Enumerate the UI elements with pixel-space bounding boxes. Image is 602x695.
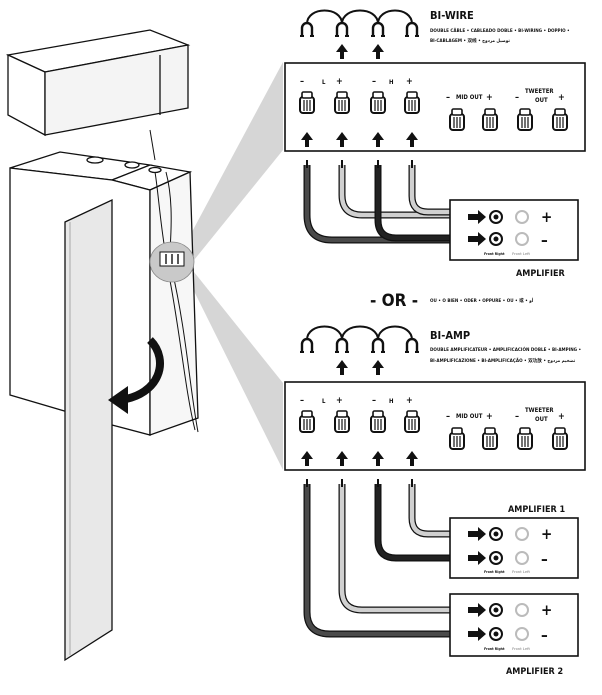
binding-post-icon xyxy=(552,108,568,131)
biwire-translations-1: DOUBLE CÂBLE • CABLEADO DOBLE • BI-WIRIN… xyxy=(430,27,570,34)
amplifier-2-label: AMPLIFIER 2 xyxy=(506,667,563,677)
binding-post-icon xyxy=(404,91,420,114)
center-speaker-box xyxy=(5,29,191,161)
or-label: - OR - xyxy=(370,291,418,311)
binding-post-icon xyxy=(370,410,386,433)
biamp-title: BI-AMP xyxy=(430,329,470,342)
front-right-label: Front Right xyxy=(484,252,505,256)
binding-post-icon xyxy=(552,427,568,450)
amplifier-1-label: AMPLIFIER 1 xyxy=(508,505,566,515)
biamp-section: BI-AMP DOUBLE AMPLIFICATEUR • AMPLIFICAC… xyxy=(284,325,586,677)
or-translations: OU • O BIEN • ODER • OPPURE • OU • 或 • أ… xyxy=(430,297,534,304)
front-left-label: Front Left xyxy=(512,252,530,256)
terminal-minus-l: – xyxy=(300,396,304,406)
rotate-arrow-icon xyxy=(108,337,164,414)
biamp-translations-1: DOUBLE AMPLIFICATEUR • AMPLIFICACIÓN DOB… xyxy=(430,346,582,353)
terminal-minus-h: – xyxy=(372,396,376,406)
binding-post-icon xyxy=(517,427,533,450)
front-right-label: Front Right xyxy=(484,570,505,574)
biwire-section: BI-WIRE DOUBLE CÂBLE • CABLEADO DOBLE • … xyxy=(284,9,586,279)
amp-plus-sign: + xyxy=(541,525,552,543)
binding-post-icon xyxy=(482,108,498,131)
tweeter-label-1: TWEETER xyxy=(525,88,554,95)
tweeter-label-2: OUT xyxy=(535,97,548,104)
biamp-cables xyxy=(303,479,465,638)
mid-out-label: MID OUT xyxy=(456,94,483,101)
binding-post-icon xyxy=(517,108,533,131)
speaker-illustration xyxy=(5,29,283,662)
biamp-translations-2: BI-AMPLIFICAZIONE • BI-AMPLIFICAÇÃO • 双功… xyxy=(430,357,576,364)
binding-post-icon xyxy=(334,91,350,114)
callout-wedge-upper xyxy=(186,62,283,270)
or-divider: - OR - OU • O BIEN • ODER • OPPURE • OU … xyxy=(370,291,534,311)
amp-minus-sign: – xyxy=(541,626,548,644)
amplifier-1: + – Front Right Front Left xyxy=(449,517,579,579)
terminal-callout-spot xyxy=(149,241,195,283)
terminal-label-low: L xyxy=(322,79,326,86)
binding-post-icon xyxy=(299,91,315,114)
terminal-plus-h: + xyxy=(406,396,413,406)
tweeter-label-1: TWEETER xyxy=(525,407,554,414)
arrow-up-icon xyxy=(336,360,348,375)
binding-post-icon xyxy=(449,427,465,450)
mid-plus: + xyxy=(486,412,493,422)
binding-post-icon xyxy=(482,427,498,450)
tweeter-minus: – xyxy=(515,412,519,422)
amp-plus-sign: + xyxy=(541,601,552,619)
tweeter-plus: + xyxy=(558,412,565,422)
biwire-translations-2: BI-CABLAGEM • 双线 • توصيل مزدوج xyxy=(430,37,510,44)
biwire-jumpers xyxy=(298,9,421,38)
biamp-terminal-panel: – L + – H + – MID OUT + – TWEETER OUT + xyxy=(284,381,586,471)
terminal-plus-h: + xyxy=(406,77,413,87)
terminal-label-high: H xyxy=(389,79,394,86)
mid-plus: + xyxy=(486,93,493,103)
front-right-label: Front Right xyxy=(484,647,505,651)
callout-wedge-lower xyxy=(186,262,283,470)
amp-minus-sign: – xyxy=(541,231,548,249)
terminal-label-high: H xyxy=(389,398,394,405)
front-left-label: Front Left xyxy=(512,570,530,574)
arrow-up-icon xyxy=(372,44,384,59)
biamp-jumpers xyxy=(298,325,421,354)
binding-post-icon xyxy=(334,410,350,433)
arrow-up-icon xyxy=(336,44,348,59)
biwire-cables xyxy=(303,160,465,244)
terminal-label-low: L xyxy=(322,398,326,405)
terminal-minus-h: – xyxy=(372,77,376,87)
amp-plus-sign: + xyxy=(541,208,552,226)
biwire-title: BI-WIRE xyxy=(430,9,474,22)
tweeter-minus: – xyxy=(515,93,519,103)
tweeter-label-2: OUT xyxy=(535,416,548,423)
mid-out-label: MID OUT xyxy=(456,413,483,420)
mid-minus: – xyxy=(446,93,450,103)
amplifier-2: + – Front Right Front Left xyxy=(449,593,579,657)
mid-minus: – xyxy=(446,412,450,422)
biwire-terminal-panel: – L + – H + – MID OUT + – TWEETER OUT + xyxy=(284,62,586,152)
amplifier-label: AMPLIFIER xyxy=(516,269,566,279)
terminal-minus-l: – xyxy=(300,77,304,87)
terminal-plus-l: + xyxy=(336,77,343,87)
binding-post-icon xyxy=(404,410,420,433)
terminal-plus-l: + xyxy=(336,396,343,406)
front-left-label: Front Left xyxy=(512,647,530,651)
biwire-amplifier: + – Front Right Front Left xyxy=(449,199,579,261)
speaker-grille xyxy=(64,198,113,662)
binding-post-icon xyxy=(370,91,386,114)
tweeter-plus: + xyxy=(558,93,565,103)
amp-minus-sign: – xyxy=(541,550,548,568)
binding-post-icon xyxy=(449,108,465,131)
binding-post-icon xyxy=(299,410,315,433)
arrow-up-icon xyxy=(372,360,384,375)
